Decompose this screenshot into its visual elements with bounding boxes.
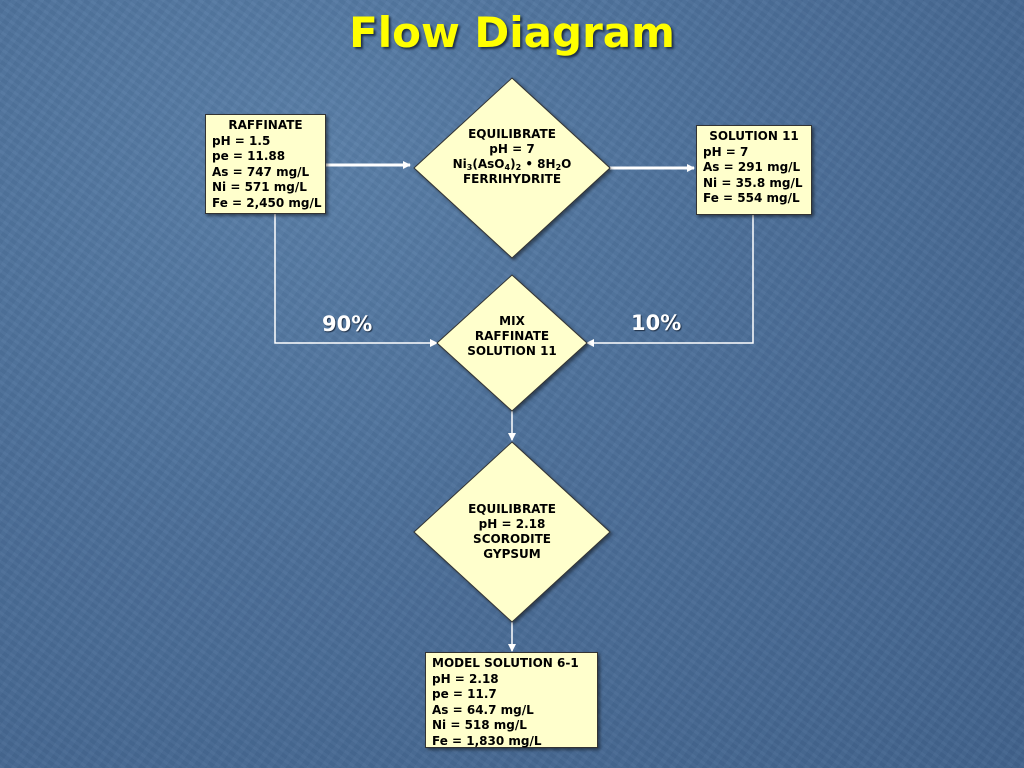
raffinate-pe: pe = 11.88	[212, 149, 286, 163]
model-solution-heading: MODEL SOLUTION 6-1	[432, 656, 579, 670]
diamond-equilibrate-1	[413, 77, 611, 259]
model-solution-ni: Ni = 518 mg/L	[432, 718, 527, 732]
raffinate-heading: RAFFINATE	[228, 118, 303, 132]
model-solution-ph: pH = 2.18	[432, 671, 499, 686]
connector-solution11-to-mix	[586, 214, 754, 347]
equilibrate-2-gypsum: GYPSUM	[483, 547, 541, 561]
equilibrate-1-ferrihydrite: FERRIHYDRITE	[462, 172, 562, 186]
solution11-ph: pH = 7	[703, 144, 749, 159]
equilibrate-1-heading: EQUILIBRATE	[468, 127, 556, 141]
page-title: Flow Diagram	[349, 8, 675, 57]
solution11-ni: Ni = 35.8 mg/L	[703, 175, 803, 190]
raffinate-fe: Fe = 2,450 mg/L	[212, 195, 322, 210]
model-solution-fe: Fe = 1,830 mg/L	[432, 733, 542, 748]
equilibrate-1-text: EQUILIBRATE pH = 7 Ni3(AsO4)2 • 8H2O FER…	[437, 127, 587, 187]
mix-solution11: SOLUTION 11	[467, 344, 557, 358]
equilibrate-1-mineral-formula: Ni3(AsO4)2 • 8H2O	[452, 157, 572, 172]
raffinate-as: As = 747 mg/L	[212, 164, 310, 179]
raffinate-ni: Ni = 571 mg/L	[212, 180, 307, 194]
equilibrate-2-text: EQUILIBRATE pH = 2.18 SCORODITE GYPSUM	[447, 502, 577, 562]
mix-label: MIX	[499, 314, 525, 328]
raffinate-ph: pH = 1.5	[212, 133, 271, 148]
percent-left-label: 90%	[322, 312, 373, 336]
equilibrate-2-heading: EQUILIBRATE	[468, 502, 556, 516]
solution11-as: As = 291 mg/L	[703, 160, 801, 174]
solution11-heading: SOLUTION 11	[709, 129, 799, 143]
mix-raffinate: RAFFINATE	[474, 329, 550, 343]
connector-raffinate-to-mix	[274, 214, 438, 347]
percent-right-label: 10%	[631, 311, 682, 335]
diamond-equilibrate-2	[413, 441, 611, 623]
equilibrate-1-ph: pH = 7	[489, 142, 535, 156]
model-solution-pe: pe = 11.7	[432, 687, 497, 701]
equilibrate-2-ph: pH = 2.18	[478, 517, 546, 531]
diamond-mix	[436, 274, 588, 412]
equilibrate-2-scorodite: SCORODITE	[473, 532, 551, 546]
model-solution-as: As = 64.7 mg/L	[432, 702, 534, 717]
model-solution-box: MODEL SOLUTION 6-1 pH = 2.18 pe = 11.7 A…	[425, 652, 598, 748]
solution11-fe: Fe = 554 mg/L	[703, 191, 800, 205]
solution11-box: SOLUTION 11 pH = 7 As = 291 mg/L Ni = 35…	[696, 125, 812, 215]
raffinate-box: RAFFINATE pH = 1.5 pe = 11.88 As = 747 m…	[205, 114, 326, 214]
mix-text: MIX RAFFINATE SOLUTION 11	[452, 314, 572, 359]
